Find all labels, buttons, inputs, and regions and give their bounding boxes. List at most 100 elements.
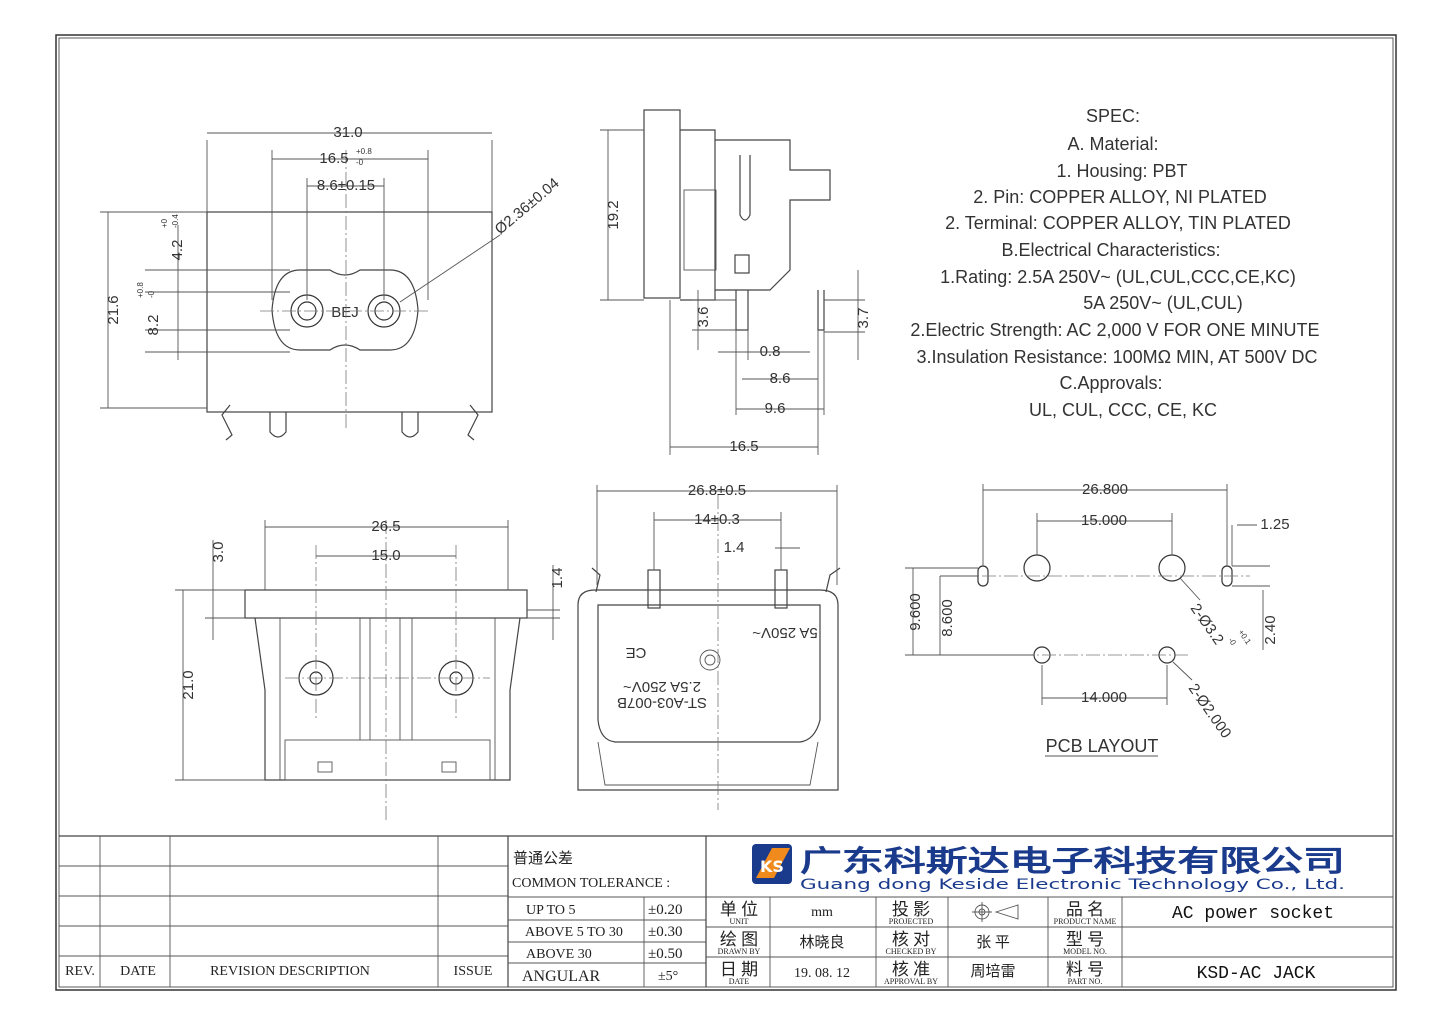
unit-value: mm bbox=[811, 905, 833, 920]
projected-en: PROJECTED bbox=[889, 917, 934, 926]
company-logo: KS bbox=[752, 844, 792, 884]
title-block: REV. DATE REVISION DESCRIPTION ISSUE 普通公… bbox=[59, 835, 1393, 987]
projected-cn: 投 影 bbox=[892, 900, 930, 919]
dim-front-lower-tol-plus: +0.8 bbox=[136, 282, 145, 298]
dim-top-pitch: 15.0 bbox=[371, 547, 400, 564]
dim-top-14: 1.4 bbox=[549, 568, 566, 589]
unit-en: UNIT bbox=[729, 917, 748, 926]
checked-value: 张 平 bbox=[976, 934, 1010, 951]
date-cn: 日 期 bbox=[720, 960, 758, 979]
dim-pcb-pitch-bottom: 14.000 bbox=[1081, 689, 1127, 706]
dim-front-upper-tol-minus: -0.4 bbox=[171, 214, 180, 228]
front-body bbox=[206, 211, 493, 413]
model-cn: 型 号 bbox=[1066, 930, 1104, 949]
dim-bottom-pitch: 14±0.3 bbox=[694, 511, 740, 528]
bottom-label-model: ST-A03-007B bbox=[617, 694, 707, 711]
dim-side-08: 0.8 bbox=[760, 343, 781, 360]
tol-value-3: ±0.50 bbox=[648, 946, 682, 962]
date-en: DATE bbox=[729, 977, 750, 986]
dim-pcb-8600: 8.600 bbox=[939, 599, 956, 637]
spec-line-2: 1. Housing: PBT bbox=[1056, 161, 1187, 181]
dim-pcb-slot: 1.25 bbox=[1260, 516, 1289, 533]
company-name-en: Guang dong Keside Electronic Technology … bbox=[800, 877, 1345, 893]
tolerance-cn: 普通公差 bbox=[513, 850, 573, 867]
spec-line-3: 2. Pin: COPPER ALLOY, NI PLATED bbox=[973, 187, 1266, 207]
dim-pcb-pitch-top: 15.000 bbox=[1081, 512, 1127, 529]
front-pin-left bbox=[269, 412, 287, 438]
tol-range-3: ABOVE 30 bbox=[526, 947, 592, 962]
tol-range-4: ANGULAR bbox=[522, 968, 601, 985]
tol-range-2: ABOVE 5 TO 30 bbox=[525, 925, 623, 940]
dim-front-lower-tol-minus: -0 bbox=[147, 290, 156, 298]
dim-top-width: 26.5 bbox=[371, 518, 400, 535]
dim-front-upper-tol-plus: +0 bbox=[160, 218, 169, 228]
company-name-cn: 广东科斯达电子科技有限公司 bbox=[800, 844, 1345, 878]
spec-heading: SPEC: bbox=[1086, 106, 1140, 126]
bottom-view: CE ST-A03-007B 2.5A 250V~ 5A 250V~ 26.8±… bbox=[577, 482, 841, 810]
top-view: 26.5 15.0 3.0 1.4 21.0 bbox=[175, 518, 566, 820]
dim-front-pin-span-tol-plus: +0.8 bbox=[356, 147, 372, 156]
spec-line-4: 2. Terminal: COPPER ALLOY, TIN PLATED bbox=[945, 213, 1291, 233]
checked-cn: 核 对 bbox=[892, 930, 930, 949]
dim-front-pin-pitch: 8.6±0.15 bbox=[317, 177, 375, 194]
date-header: DATE bbox=[120, 964, 156, 979]
drawn-value: 林晓良 bbox=[799, 934, 844, 951]
dim-side-96: 9.6 bbox=[765, 400, 786, 417]
inlet-cavity bbox=[271, 269, 419, 351]
bottom-body bbox=[577, 589, 839, 791]
inner-border bbox=[58, 37, 1394, 988]
dim-top-30: 3.0 bbox=[210, 542, 227, 563]
dim-front-height: 21.6 bbox=[105, 295, 122, 324]
bottom-label-ce: CE bbox=[626, 644, 647, 661]
part-en: PART NO. bbox=[1068, 977, 1103, 986]
dim-pcb-hole-big-tol-minus: -0 bbox=[1226, 636, 1238, 647]
projection-symbol-icon bbox=[972, 902, 1019, 922]
spec-line-8: 2.Electric Strength: AC 2,000 V FOR ONE … bbox=[910, 320, 1319, 340]
unit-cn: 单 位 bbox=[720, 900, 758, 919]
spec-line-6: 1.Rating: 2.5A 250V~ (UL,CUL,CCC,CE,KC) bbox=[940, 267, 1296, 287]
dim-pcb-9600: 9.600 bbox=[907, 593, 924, 631]
date-value: 19. 08. 12 bbox=[794, 966, 850, 981]
bottom-label-rating1: 2.5A 250V~ bbox=[623, 678, 701, 695]
product-value: AC power socket bbox=[1172, 904, 1334, 924]
pcb-layout: 26.800 15.000 1.25 9.600 8.600 2.40 2-Ø3… bbox=[905, 481, 1290, 757]
spec-line-11: UL, CUL, CCC, CE, KC bbox=[1029, 400, 1217, 420]
tol-range-1: UP TO 5 bbox=[526, 903, 576, 918]
tol-value-2: ±0.30 bbox=[648, 924, 682, 940]
spec-line-10: C.Approvals: bbox=[1059, 373, 1162, 393]
approval-en: APPROVAL BY bbox=[884, 977, 938, 986]
side-flange bbox=[643, 109, 681, 299]
product-en: PRODUCT NAME bbox=[1054, 917, 1117, 926]
dim-side-165: 16.5 bbox=[729, 438, 758, 455]
dim-bottom-14: 1.4 bbox=[724, 539, 745, 556]
drawn-en: DRAWN BY bbox=[718, 947, 761, 956]
dim-front-pin-span-tol-minus: -0 bbox=[356, 158, 364, 167]
outer-border bbox=[55, 34, 1397, 991]
dim-front-width: 31.0 bbox=[333, 124, 362, 141]
product-cn: 品 名 bbox=[1066, 900, 1104, 919]
dim-front-pin-span: 16.5 bbox=[319, 150, 348, 167]
pcb-title: PCB LAYOUT bbox=[1046, 736, 1159, 756]
dim-side-36: 3.6 bbox=[695, 307, 712, 328]
dim-pcb-hole-big-tol-plus: +0.1 bbox=[1236, 628, 1253, 647]
approval-cn: 核 准 bbox=[892, 960, 930, 979]
front-pin-right bbox=[401, 412, 419, 438]
dim-side-height: 19.2 bbox=[605, 200, 622, 229]
part-value: KSD-AC JACK bbox=[1197, 964, 1316, 984]
dim-pcb-hole-big: 2-Ø3.2 bbox=[1187, 601, 1227, 648]
dim-bottom-width: 26.8±0.5 bbox=[688, 482, 746, 499]
tol-value-4: ±5° bbox=[658, 969, 678, 984]
desc-header: REVISION DESCRIPTION bbox=[210, 964, 370, 979]
tol-value-1: ±0.20 bbox=[648, 902, 682, 918]
rev-header: REV. bbox=[65, 964, 95, 979]
logo-letters: KS bbox=[760, 857, 784, 876]
part-cn: 料 号 bbox=[1066, 960, 1104, 979]
dim-side-37: 3.7 bbox=[855, 308, 872, 329]
model-en: MODEL NO. bbox=[1063, 947, 1107, 956]
dim-pcb-width: 26.800 bbox=[1082, 481, 1128, 498]
side-view: 19.2 3.6 3.7 0.8 8.6 9.6 16.5 bbox=[600, 109, 872, 455]
pcb-hole-big-right bbox=[1158, 554, 1186, 582]
checked-en: CHECKED BY bbox=[886, 947, 937, 956]
spec-line-1: A. Material: bbox=[1067, 134, 1158, 154]
